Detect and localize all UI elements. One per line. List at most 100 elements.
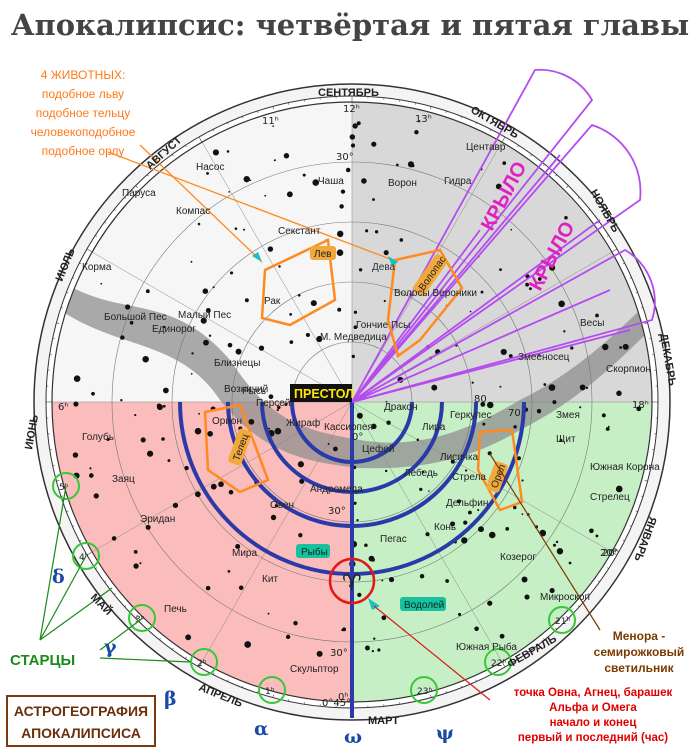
star [558,300,565,308]
elder-hour-label: 1ʰ [265,687,275,697]
ring-tick [72,277,75,279]
constellation-name-pisc_south: Южная Рыба [456,641,517,653]
star [100,282,103,285]
star [399,238,404,242]
star [371,423,377,430]
aries-note: точка Овна, Агнец, барашек Альфа и Омега… [488,686,698,746]
ring-tick [79,262,82,265]
star [134,413,137,417]
elder-hour-label: 2ʰ [197,659,207,669]
star [510,228,513,231]
ring-tick [114,593,116,595]
ring-tick [86,248,93,253]
star [205,308,211,313]
star [513,425,517,429]
star [194,427,202,435]
ring-tick [95,235,98,237]
hour-6: 6ʰ [58,402,68,413]
star [73,375,81,383]
bootes-outline [386,248,464,359]
star [228,191,230,193]
constellation-name-serpens: Змея [556,410,580,421]
star [373,637,376,640]
menorah-note-2: семирожковый [593,645,685,659]
star [276,408,279,412]
ring-tick [597,221,600,224]
aries-arrow [368,598,380,610]
star [585,386,589,390]
ring-tick [72,525,75,527]
label-virgo: Дева [372,262,396,273]
greek-beta: β [164,688,177,710]
wing-3 [351,248,656,403]
constellation-name-sagittarius: Стрелец [590,492,630,503]
ring-tick [501,661,506,668]
milky-way-band [60,280,652,469]
star [622,343,629,350]
star [461,537,468,544]
badge-aquarius: Водолей [404,600,444,611]
ring-tick [227,122,229,125]
ring-tick [171,154,174,157]
ring-tick [445,691,447,694]
star [377,648,381,652]
star [478,526,484,533]
ring-tick [212,129,215,132]
star [195,491,201,498]
beast-pointer-1 [139,144,263,263]
ring-tick [517,656,519,659]
constellation-name-kompas: Компас [176,206,210,217]
star [227,342,233,348]
ring-tick [79,539,82,542]
ring-tick [445,110,447,113]
constellation-name-golub: Голубь [82,431,114,443]
star [371,141,377,147]
constellation-name-korma: Корма [82,262,112,273]
constellation-name-strela: Стрела [452,472,486,483]
star [619,346,623,349]
ring-tick [198,136,203,143]
star [345,167,351,173]
four-beasts-heading: 4 ЖИВОТНЫХ: [40,68,126,82]
star [111,536,117,541]
star [416,438,420,442]
star [568,561,572,565]
ring-tick [60,307,63,309]
star [244,641,252,648]
ring-tick [475,122,477,125]
month-march: МАРТ [368,715,399,727]
star [524,594,530,600]
star [595,313,599,318]
menorah-note: Менора - семирожковый светильник [580,628,698,676]
constellation-name-cygnus: Лебедь [404,467,438,479]
star [467,510,472,515]
star [500,348,507,356]
badge-bootes-bg [412,254,448,296]
star [358,268,363,272]
star [521,513,524,515]
star [383,250,389,256]
star [537,277,542,281]
star [91,391,95,396]
ring-tick [227,679,229,682]
ring-tick [501,136,506,143]
star [88,473,94,478]
constellation-name-lisichka: Лисичка [440,452,479,463]
ring-tick [272,106,274,110]
ring-tick [185,145,187,148]
aries-symbol: ♈ [342,571,362,596]
constellation-name-cassiopeia: Кассиопея [324,422,373,433]
star [273,159,276,162]
ring-tick [147,174,149,177]
star [361,178,367,184]
star [450,521,456,527]
greek-omega: ω [344,726,363,748]
star [258,345,265,351]
star [312,179,320,186]
star [299,478,305,484]
star [464,469,468,472]
star [197,222,201,226]
ring-tick [644,322,648,324]
star [543,383,547,386]
